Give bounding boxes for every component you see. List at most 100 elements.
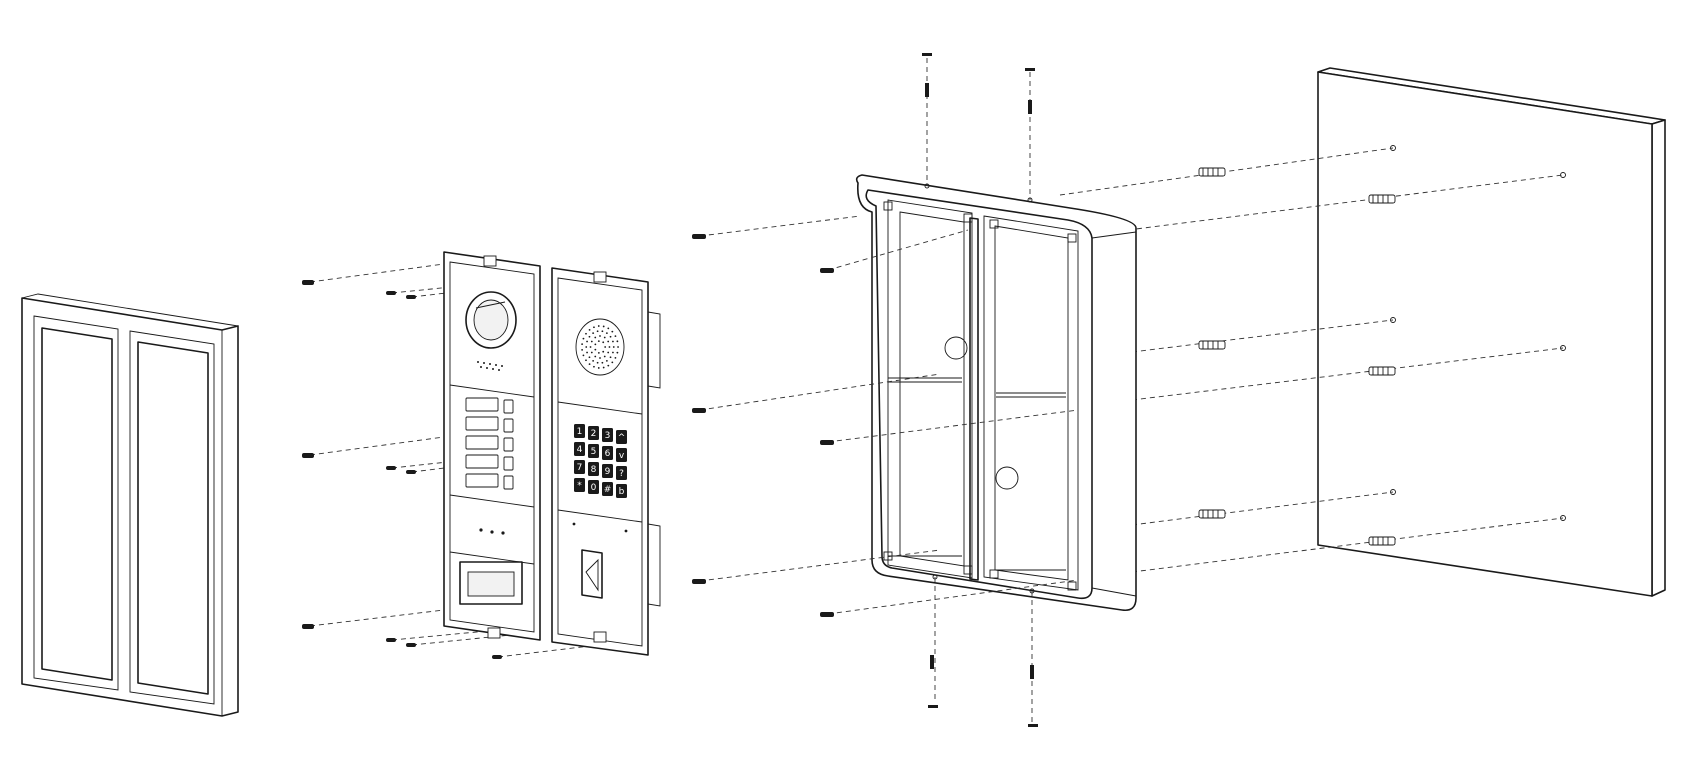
keypad-key-label: 3 (605, 431, 611, 441)
speaker-hole (605, 359, 608, 362)
speaker-hole (609, 356, 612, 359)
speaker-hole (585, 359, 587, 362)
speaker-hole (599, 335, 601, 337)
speaker-hole (590, 351, 593, 354)
keypad-key-label: v (619, 451, 625, 461)
keypad-key (616, 484, 627, 498)
keypad-key-label: 1 (577, 427, 583, 437)
speaker-hole (596, 330, 599, 333)
box-screws-vertical (922, 53, 1038, 727)
speaker-hole (582, 337, 585, 340)
speaker-hole (604, 346, 607, 348)
speaker-hole (581, 343, 584, 346)
keypad-key-label: b (619, 487, 625, 497)
keypad-key (616, 430, 627, 444)
keypad-key-label: * (577, 481, 582, 491)
keypad-key-label: 0 (591, 483, 597, 493)
speaker-hole (592, 359, 595, 362)
speaker-hole (605, 332, 608, 335)
keypad-key (602, 482, 613, 496)
keypad-key (588, 480, 599, 494)
speaker-hole (601, 330, 604, 333)
speaker-hole (614, 335, 617, 337)
speaker-hole (602, 366, 605, 369)
keypad-key (588, 444, 599, 458)
speaker-hole (607, 351, 610, 354)
speaker-hole (597, 367, 600, 369)
keypad-key (616, 466, 627, 480)
speaker-hole (581, 348, 584, 351)
speaker-hole (588, 363, 591, 366)
speaker-grille (575, 318, 625, 376)
keypad-key (588, 462, 599, 476)
speaker-hole (594, 348, 597, 351)
front-frame (21, 293, 239, 717)
speaker-hole (617, 346, 619, 348)
speaker-hole (612, 340, 614, 343)
speaker-hole (594, 355, 597, 358)
speaker-hole (609, 335, 612, 338)
keypad-key-label: 7 (577, 463, 583, 473)
speaker-hole (612, 351, 614, 354)
speaker-hole (585, 332, 587, 335)
keypad-key-label: 5 (591, 447, 597, 457)
speaker-hole (597, 325, 600, 327)
speaker-hole (586, 351, 588, 354)
keypad-key-label: 9 (605, 467, 611, 477)
keypad-key-label: ? (619, 469, 624, 479)
speaker-hole (612, 346, 615, 348)
fingerprint-reader (581, 549, 603, 599)
speaker-hole (596, 361, 599, 364)
speaker-hole (607, 364, 610, 367)
speaker-hole (599, 357, 601, 359)
speaker-hole (602, 325, 605, 328)
speaker-hole (586, 340, 588, 343)
speaker-hole (597, 351, 600, 354)
speaker-hole (607, 340, 610, 343)
speaker-hole (616, 340, 619, 343)
speaker-hole (593, 365, 595, 368)
keypad-key-label: 8 (591, 465, 597, 475)
speaker-hole (602, 341, 605, 344)
speaker-hole (603, 355, 606, 358)
surface-mount-box (855, 174, 1137, 612)
wall-anchors (1059, 147, 1564, 573)
keypad-key (574, 460, 585, 474)
speaker-hole (590, 340, 593, 343)
speaker-hole (594, 343, 597, 346)
keypad-key-label: 6 (605, 449, 611, 459)
speaker-hole (603, 336, 606, 339)
speaker-hole (582, 354, 585, 357)
keypad-key (602, 428, 613, 442)
speaker-hole (611, 330, 614, 333)
keypad-key-label: 2 (591, 429, 597, 439)
camera-module (443, 251, 541, 641)
keypad-key (574, 424, 585, 438)
speaker-hole (597, 340, 600, 343)
speaker-hole (601, 361, 604, 364)
speaker-hole (588, 356, 591, 359)
keypad-key (574, 478, 585, 492)
keypad-key (616, 448, 627, 462)
speaker-hole (607, 327, 610, 330)
wall (1317, 67, 1666, 597)
speaker-hole (589, 346, 592, 348)
speaker-hole (588, 328, 591, 331)
keypad-key-label: ^ (618, 433, 626, 443)
keypad-key (588, 426, 599, 440)
speaker-hole (594, 336, 597, 339)
speaker-hole (602, 350, 605, 353)
speaker-hole (592, 332, 595, 335)
speaker-hole (585, 346, 588, 348)
speaker-hole (593, 326, 595, 329)
keypad-key-label: # (604, 485, 612, 495)
keypad-key-label: 4 (577, 445, 583, 455)
speaker-hole (611, 361, 614, 364)
speaker-hole (616, 351, 619, 354)
box-screws-horizontal (692, 215, 1079, 617)
keypad-key (574, 442, 585, 456)
